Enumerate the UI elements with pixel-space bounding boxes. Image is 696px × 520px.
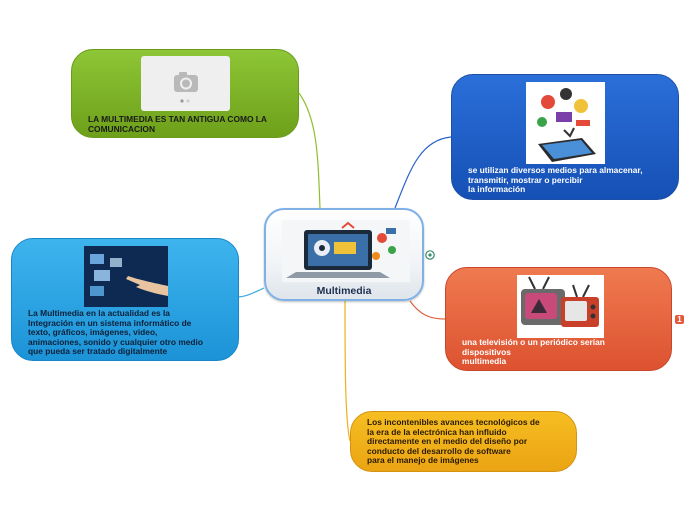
topic-blue-left[interactable]: La Multimedia en la actualidad es la Int… [11,238,239,361]
topic-green[interactable]: LA MULTIMEDIA ES TAN ANTIGUA COMO LA COM… [71,49,299,138]
connector-red [409,300,446,320]
collapse-toggle[interactable]: 1 [675,315,684,324]
link-icon[interactable] [425,250,435,260]
topic-orange-text: Los incontenibles avances tecnológicos d… [367,417,540,466]
topic-blue-right[interactable]: se utilizan diversos medios para almacen… [451,74,679,200]
camera-placeholder-icon [141,56,230,111]
connector-orange [344,300,351,442]
hand-touching-screens-icon [84,246,168,307]
connector-green [298,92,321,209]
tablet-media-icon [526,82,605,164]
central-topic-title: Multimedia [316,285,372,297]
connector-blue-left [238,287,265,298]
topic-red[interactable]: una televisión o un periódico serían dis… [445,267,672,371]
topic-orange[interactable]: Los incontenibles avances tecnológicos d… [350,411,577,472]
topic-blue-left-text: La Multimedia en la actualidad es la Int… [28,308,203,357]
central-topic[interactable]: Multimedia [264,208,424,301]
laptop-multimedia-icon [282,220,410,282]
topic-red-text: una televisión o un periódico serían dis… [462,337,605,367]
topic-blue-right-text: se utilizan diversos medios para almacen… [468,165,643,195]
topic-green-text: LA MULTIMEDIA ES TAN ANTIGUA COMO LA COM… [88,114,267,134]
retro-tv-icon [517,275,604,338]
connector-blue-right [394,136,452,209]
